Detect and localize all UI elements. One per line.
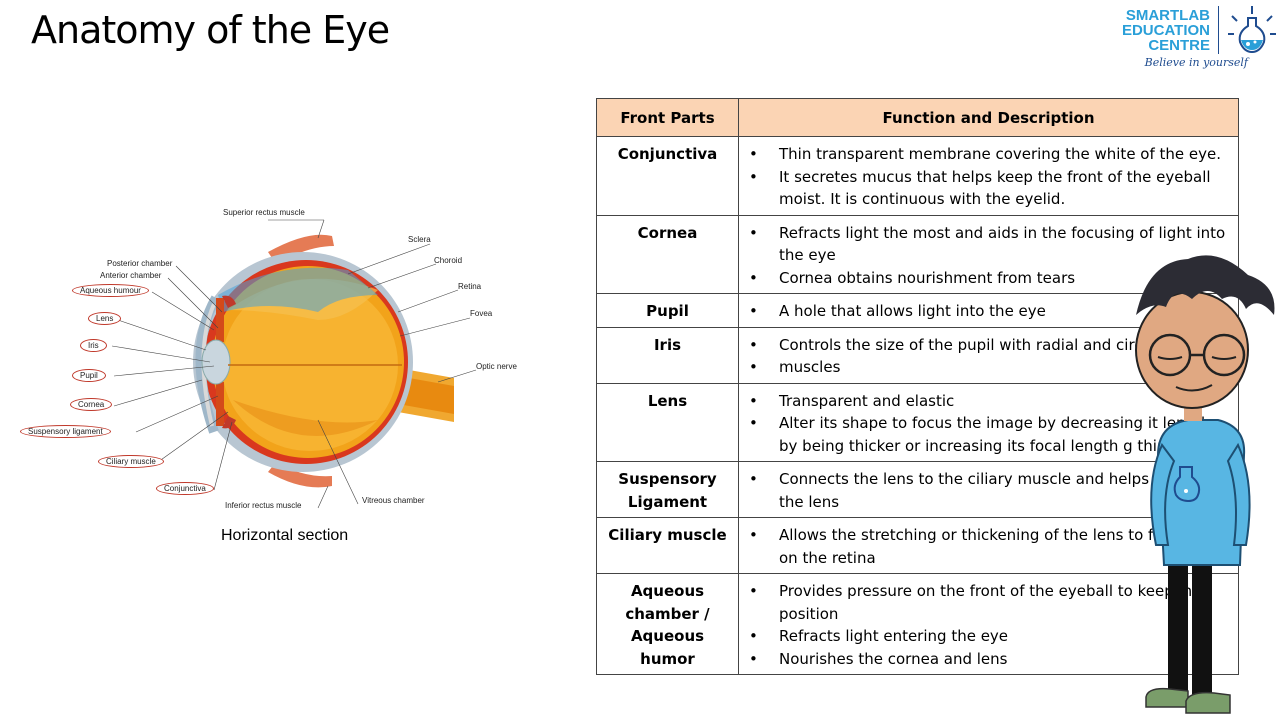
label-fovea: Fovea (470, 309, 493, 318)
description-bullet: Alter its shape to focus the image by de… (747, 412, 1230, 457)
label-inferior-rectus: Inferior rectus muscle (225, 501, 302, 510)
description-bullet: Refracts light entering the eye (747, 625, 1230, 648)
description-bullet: It secretes mucus that helps keep the fr… (747, 166, 1230, 211)
table-row: Ciliary muscleAllows the stretching or t… (596, 517, 1239, 574)
smartlab-logo: SMARTLAB EDUCATION CENTRE Believe in you… (1118, 4, 1278, 72)
logo-line-1: SMARTLAB (1125, 7, 1210, 24)
table-row: Aqueous chamber / Aqueous humorProvides … (596, 573, 1239, 675)
description-cell: Allows the stretching or thickening of t… (738, 517, 1239, 574)
label-optic-nerve: Optic nerve (476, 362, 517, 371)
label-ciliary-muscle: Ciliary muscle (98, 455, 164, 468)
description-cell: Transparent and elasticAlter its shape t… (738, 382, 1239, 462)
description-list: Thin transparent membrane covering the w… (747, 143, 1230, 211)
eye-diagram: Superior rectus muscle Sclera Choroid Re… (18, 200, 538, 510)
table-header-row: Front Parts Function and Description (596, 98, 1239, 137)
label-lens: Lens (88, 312, 122, 325)
label-conjunctiva: Conjunctiva (156, 482, 214, 495)
eye-parts-table: Front Parts Function and Description Con… (596, 98, 1239, 675)
table-row: LensTransparent and elasticAlter its sha… (596, 382, 1239, 462)
label-posterior-chamber: Posterior chamber (107, 259, 173, 268)
part-name-cell: Cornea (596, 214, 739, 294)
part-name-cell: Conjunctiva (596, 136, 739, 216)
table-row: Conjunctiva Thin transparent membrane cov… (596, 136, 1239, 216)
description-cell: Provides pressure on the front of the ey… (738, 573, 1239, 675)
part-name-cell: Ciliary muscle (596, 517, 739, 574)
part-name-cell: Aqueous chamber / Aqueous humor (596, 573, 739, 675)
logo-divider (1218, 6, 1219, 54)
flask-icon (1228, 6, 1276, 54)
label-retina: Retina (458, 282, 482, 291)
label-iris: Iris (80, 339, 107, 352)
label-cornea: Cornea (70, 398, 113, 411)
description-bullet: A hole that allows light into the eye (747, 300, 1230, 323)
description-cell: Refracts light the most and aids in the … (738, 214, 1239, 294)
description-list: Transparent and elasticAlter its shape t… (747, 390, 1230, 458)
label-sclera: Sclera (408, 235, 431, 244)
label-suspensory-ligament: Suspensory ligament (20, 425, 111, 438)
slide-title: Anatomy of the Eye (31, 8, 390, 52)
table-body: Conjunctiva Thin transparent membrane cov… (596, 136, 1239, 675)
part-name-cell: Lens (596, 382, 739, 462)
description-list: A hole that allows light into the eye (747, 300, 1230, 323)
description-bullet: Connects the lens to the ciliary muscle … (747, 468, 1230, 513)
part-name-cell: Suspensory Ligament (596, 461, 739, 518)
table-row: CorneaRefracts light the most and aids i… (596, 214, 1239, 294)
header-front-parts: Front Parts (596, 98, 739, 137)
label-superior-rectus: Superior rectus muscle (223, 208, 305, 217)
label-vitreous-chamber: Vitreous chamber (362, 496, 425, 505)
logo-tagline: Believe in yourself (1144, 56, 1248, 69)
description-bullet: Allows the stretching or thickening of t… (747, 524, 1230, 569)
logo-line-3: CENTRE (1148, 37, 1210, 54)
cartoon-character-illustration (1135, 255, 1275, 714)
description-list: Provides pressure on the front of the ey… (747, 580, 1230, 670)
description-bullet: muscles (747, 356, 1230, 379)
description-bullet: Refracts light the most and aids in the … (747, 222, 1230, 267)
teacher-character (1128, 255, 1280, 720)
logo-line-2: EDUCATION (1121, 22, 1210, 39)
description-list: Connects the lens to the ciliary muscle … (747, 468, 1230, 513)
description-cell: Thin transparent membrane covering the w… (738, 136, 1239, 216)
part-name-cell: Iris (596, 326, 739, 384)
description-bullet: Controls the size of the pupil with radi… (747, 334, 1230, 357)
description-bullet: Transparent and elastic (747, 390, 1230, 413)
diagram-caption: Horizontal section (221, 527, 349, 544)
eye-cross-section-illustration (111, 219, 477, 509)
description-bullet: Provides pressure on the front of the ey… (747, 580, 1230, 625)
label-choroid: Choroid (434, 256, 463, 265)
description-list: Allows the stretching or thickening of t… (747, 524, 1230, 569)
description-list: Refracts light the most and aids in the … (747, 222, 1230, 290)
description-list: Controls the size of the pupil with radi… (747, 334, 1230, 379)
label-anterior-chamber: Anterior chamber (100, 271, 162, 280)
label-aqueous-humour: Aqueous humour (72, 284, 149, 297)
description-bullet: Nourishes the cornea and lens (747, 648, 1230, 671)
header-function: Function and Description (738, 98, 1239, 137)
part-name-cell: Pupil (596, 293, 739, 328)
description-bullet: Thin transparent membrane covering the w… (747, 143, 1230, 166)
description-bullet: Cornea obtains nourishment from tears (747, 267, 1230, 290)
label-pupil: Pupil (72, 369, 106, 382)
